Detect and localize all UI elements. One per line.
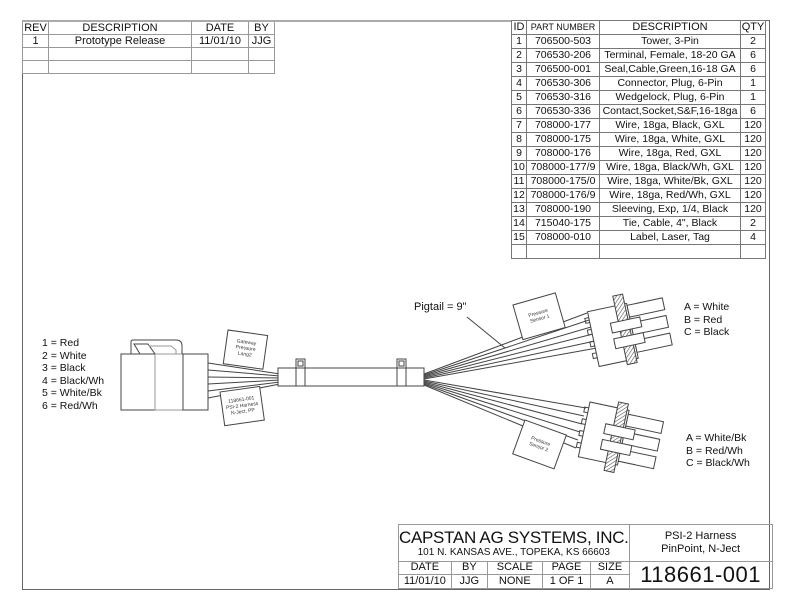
gateway-tag-line: Lang2 [237, 351, 252, 359]
harness-tag-line: 118661-001 [228, 395, 255, 405]
pigtail-length-callout: Pigtail = 9" [414, 301, 467, 313]
scale-value: NONE [486, 573, 543, 590]
company-address: 101 N. KANSAS AVE., TOPEKA, KS 66603 [417, 546, 610, 558]
sensor2-tower-connector [575, 401, 665, 474]
pinout-item: C = Black/Wh [686, 457, 750, 469]
sensor1-pinout: A = White B = Red C = Black [684, 301, 729, 339]
left-connector-pinout: 1 = Red 2 = White 3 = Black 4 = Black/Wh… [42, 337, 104, 412]
pinout-item: C = Black [684, 326, 730, 338]
pinout-item: 3 = Black [42, 362, 86, 374]
sensor2-pinout: A = White/Bk B = Red/Wh C = Black/Wh [686, 432, 750, 470]
revision-row: 1 Prototype Release 11/01/10 JJG [22, 34, 275, 48]
six-pin-plug-connector [120, 339, 209, 411]
company-name: CAPSTAN AG SYSTEMS, INC. [399, 527, 629, 547]
by-value: JJG [450, 573, 488, 590]
revision-table: REV DESCRIPTION DATE BY 1 Prototype Rele… [22, 20, 275, 74]
pinout-item: 1 = Red [42, 337, 80, 349]
by-label: BY [450, 561, 488, 575]
sensor1-wire-fan [423, 312, 598, 380]
bom-qty-cell: 1 [740, 76, 766, 91]
pinout-item: B = Red/Wh [686, 444, 743, 457]
pinout-item: B = Red [684, 313, 723, 326]
project-subtitle: PinPoint, N-Ject [661, 543, 741, 555]
pinout-item: A = White [684, 301, 730, 313]
gateway-tag-line: Pressure [235, 344, 256, 353]
project-block: PSI-2 Harness PinPoint, N-Ject [628, 524, 773, 562]
pinout-item: 2 = White [42, 349, 87, 362]
size-value: A [590, 573, 630, 590]
harness-tag-line: N-Ject, PP [231, 407, 256, 416]
sleeving [277, 358, 425, 387]
sensor1-tag-line: Pressure [528, 308, 549, 319]
rev-by-cell [248, 60, 275, 74]
harness-label-tag [219, 385, 265, 427]
date-value: 11/01/10 [398, 573, 452, 590]
pinout-item: 6 = Red/Wh [42, 399, 98, 412]
pigtail-leader-line [466, 316, 506, 349]
drawing-part-number: 118661-001 [628, 561, 773, 589]
page-label: PAGE [541, 561, 592, 575]
size-label: SIZE [590, 561, 630, 575]
gateway-label-tag [222, 329, 269, 370]
sensor1-tag-line: Sensor 1 [529, 313, 550, 324]
pinout-item: 5 = White/Bk [42, 387, 102, 399]
title-block: CAPSTAN AG SYSTEMS, INC. 101 N. KANSAS A… [398, 524, 773, 590]
company-block: CAPSTAN AG SYSTEMS, INC. 101 N. KANSAS A… [398, 524, 630, 562]
sensor2-label-tag [512, 419, 567, 470]
pinout-item: A = White/Bk [686, 432, 747, 444]
pinout-item: 4 = Black/Wh [42, 374, 105, 387]
scale-label: SCALE [486, 561, 543, 575]
left-wire-bundle [207, 362, 281, 399]
harness-tag-line: PSI-2 Harness [226, 401, 260, 412]
bom-qty-cell [740, 244, 766, 259]
revision-top-rule [22, 20, 512, 22]
bom-row [511, 244, 766, 259]
page-value: 1 OF 1 [541, 573, 592, 590]
project-title: PSI-2 Harness [664, 530, 737, 542]
revision-row [22, 60, 275, 74]
gateway-tag-line: Gateway [236, 338, 257, 347]
sensor1-label-tag [512, 292, 566, 341]
sensor1-tower-connector [584, 293, 673, 368]
date-label: DATE [398, 561, 452, 575]
